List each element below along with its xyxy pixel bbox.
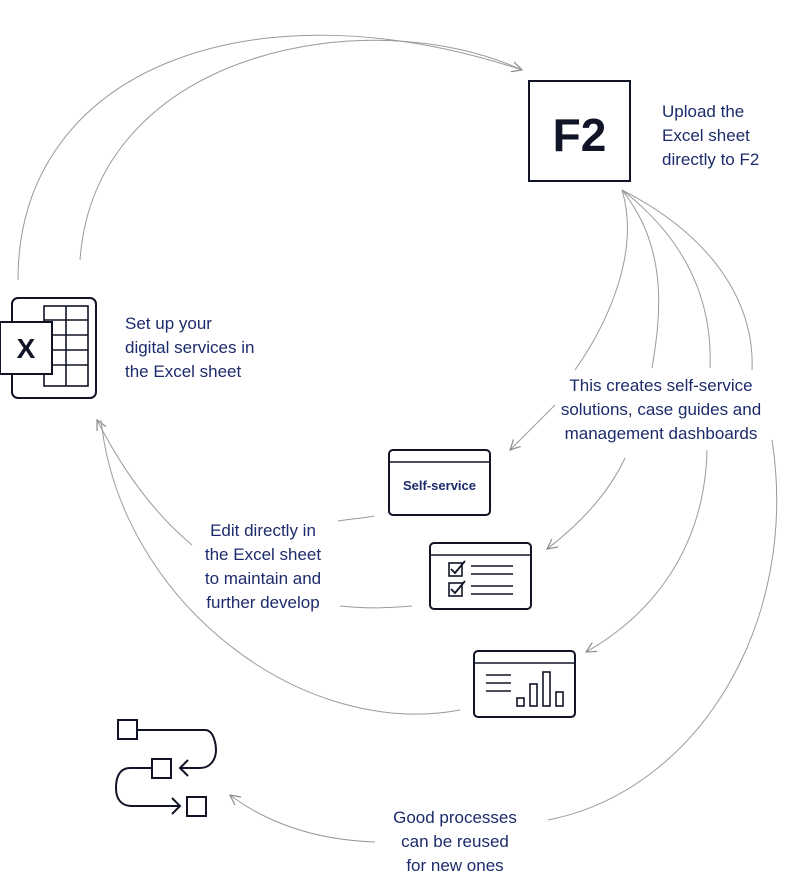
excel-icon-glyph: X [17, 333, 36, 364]
label-reuse-processes: Good processes can be reused for new one… [370, 806, 540, 878]
label-line: for new ones [406, 856, 504, 875]
f2-logo-text: F2 [553, 109, 607, 161]
label-setup-services: Set up your digital services in the Exce… [125, 312, 254, 384]
label-line: management dashboards [564, 424, 758, 443]
dashboard-chart-icon [473, 650, 576, 718]
label-line: This creates self-service [569, 376, 753, 395]
label-line: digital services in [125, 338, 255, 357]
label-edit-directly: Edit directly in the Excel sheet to main… [180, 519, 346, 615]
arc-to-process-flow [547, 439, 778, 821]
label-line: the Excel sheet [204, 545, 322, 564]
f2-logo-icon: F2 [528, 80, 631, 182]
arc-dashboard-to-excel [100, 419, 461, 715]
arrow-to-dashboard [586, 449, 708, 652]
connector-lines [17, 34, 778, 843]
arc-edit-outer [97, 420, 193, 546]
label-line: the Excel sheet [125, 362, 242, 381]
label-line: Set up your [125, 314, 212, 333]
label-line: further develop [206, 593, 320, 612]
label-line: to maintain and [204, 569, 322, 588]
arc-f2-to-labels-3 [621, 189, 711, 369]
label-line: directly to F2 [662, 150, 760, 169]
arrow-to-self-service [510, 404, 556, 450]
label-line: Upload the [662, 102, 745, 121]
self-service-card-icon: Self-service [388, 449, 491, 516]
arrow-to-checklist [547, 457, 626, 549]
checklist-icon [429, 542, 532, 610]
label-upload-to-f2: Upload the Excel sheet directly to F2 [662, 100, 759, 172]
arc-excel-to-f2-outer [17, 34, 522, 281]
self-service-card-label: Self-service [403, 478, 476, 493]
label-line: Good processes [393, 808, 517, 827]
arrow-into-process-flow [230, 795, 376, 843]
arc-excel-to-f2-inner [79, 39, 523, 261]
process-flow-icon [114, 719, 218, 817]
label-creates-solutions: This creates self-service solutions, cas… [536, 374, 786, 446]
label-line: can be reused [401, 832, 509, 851]
label-line: solutions, case guides and [560, 400, 762, 419]
excel-icon: X [0, 297, 97, 399]
label-line: Excel sheet [662, 126, 750, 145]
arc-f2-to-labels-4 [621, 189, 753, 371]
arc-self-service-to-edit [337, 515, 375, 522]
label-line: Edit directly in [210, 521, 316, 540]
arc-f2-to-labels-2 [621, 189, 660, 369]
arc-checklist-to-edit [339, 605, 413, 609]
arc-f2-to-labels-1 [574, 189, 628, 371]
